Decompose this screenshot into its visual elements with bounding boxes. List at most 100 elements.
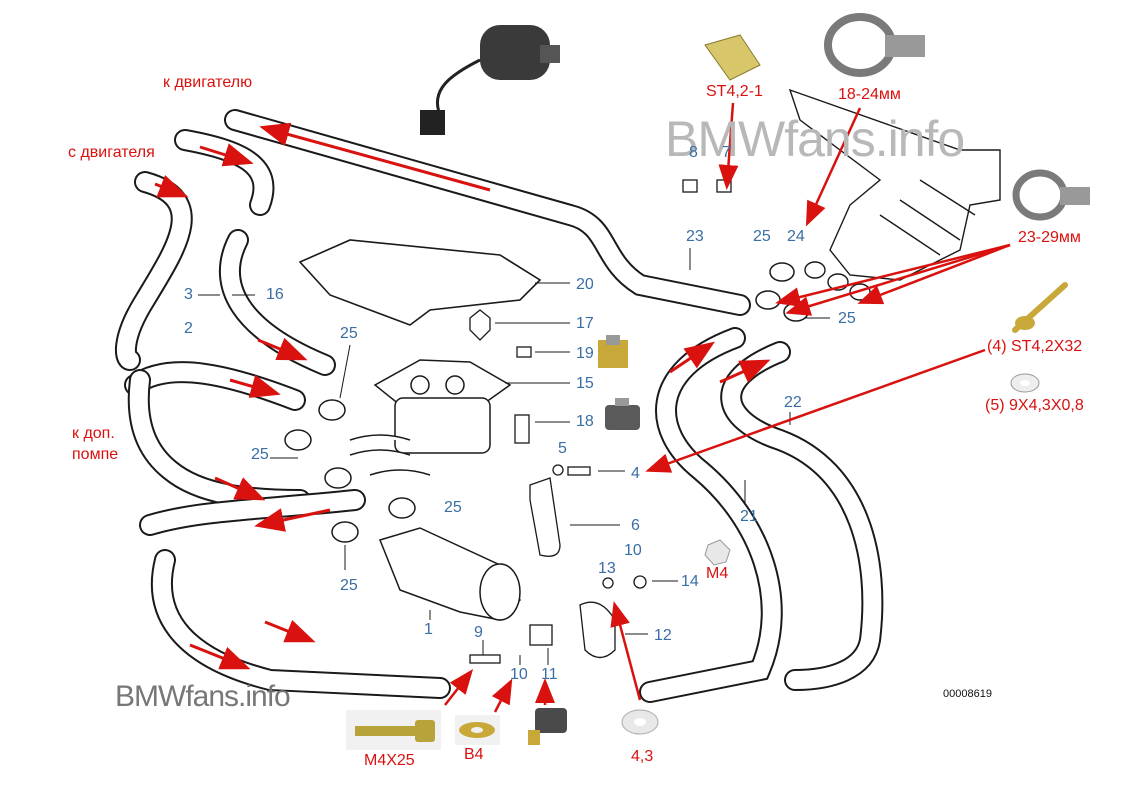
- screw-photo-st42x32: [1012, 282, 1068, 333]
- part-number-14: 14: [681, 573, 699, 590]
- valve-17: [469, 309, 491, 341]
- part-number-19: 19: [576, 345, 594, 362]
- watermark-top: BMWfans.info: [665, 111, 965, 167]
- part-number-11: 11: [541, 666, 558, 683]
- pointer-m4x25: [444, 669, 474, 706]
- hose-clamps-25: [284, 262, 809, 543]
- washer-photo-43: [621, 709, 659, 735]
- part-number-18: 18: [576, 413, 594, 430]
- washer-5: [552, 464, 564, 476]
- bracket-6: [529, 477, 561, 557]
- part-number-25-b: 25: [251, 446, 269, 463]
- label-clamp-23-29: 23-29мм: [1018, 229, 1081, 246]
- flow-arrow-bottom-2: [264, 619, 316, 643]
- label-to-engine: к двигателю: [163, 74, 253, 91]
- watermark-bottom: BMWfans.info: [115, 680, 291, 713]
- flow-arrow-to-engine: [259, 122, 491, 192]
- flow-arrow-cross: [254, 508, 331, 532]
- nut-14: [633, 575, 647, 589]
- label-st42-1: ST4,2-1: [706, 83, 763, 100]
- hose-21: [639, 327, 783, 703]
- washer-photo-b4: [455, 715, 500, 745]
- hose-23: [224, 109, 751, 316]
- part-number-3: 3: [184, 286, 193, 303]
- mount-11: [529, 624, 553, 646]
- part-number-25-f: 25: [838, 310, 856, 327]
- hose-22: [720, 341, 884, 691]
- clamp-photo-18-24: [824, 13, 925, 77]
- clip-photo-st42: [704, 34, 761, 81]
- part-number-5: 5: [558, 440, 567, 457]
- mount-photo-18: [605, 398, 640, 430]
- flow-arrow-from-engine: [199, 143, 254, 167]
- heater-valve-15: [349, 359, 512, 476]
- flow-arrow-hose-21: [669, 341, 715, 374]
- flow-arrow-hose-2: [229, 374, 281, 398]
- part-number-16: 16: [266, 286, 284, 303]
- part-number-6: 6: [631, 517, 640, 534]
- pointer-b4: [491, 678, 513, 713]
- flow-arrows: [154, 122, 771, 670]
- part-number-4: 4: [631, 465, 640, 482]
- aux-pump-1: [378, 527, 521, 621]
- part-number-15: 15: [576, 375, 594, 392]
- flow-arrow-hose-16: [257, 337, 308, 361]
- nut-7: [716, 179, 732, 193]
- flow-arrow-hose-3: [154, 175, 189, 198]
- pointer-18-24: [805, 107, 862, 227]
- flow-arrow-bottom: [189, 643, 251, 670]
- mount-photo-small: [528, 708, 567, 745]
- pointer-screw-4: [645, 348, 986, 473]
- pointer-st42: [718, 102, 739, 190]
- bolt-photo-m4x25: [346, 710, 441, 750]
- washer-photo-9x43: [1010, 373, 1040, 393]
- label-from-engine: с двигателя: [68, 144, 155, 161]
- pointer-23-29-b: [785, 243, 1011, 316]
- hose-bottom-long: [150, 549, 451, 699]
- part-number-13: 13: [598, 560, 616, 577]
- part-number-25-c: 25: [444, 499, 462, 516]
- drawing-number: 00008619: [943, 688, 992, 700]
- nut-8: [682, 179, 698, 193]
- hose-2: [124, 361, 306, 411]
- part-number-17: 17: [576, 315, 594, 332]
- bolt-9: [469, 654, 501, 664]
- part-number-8: 8: [689, 144, 698, 161]
- flow-arrow-aux: [214, 476, 266, 501]
- pointer-23-29-a: [775, 243, 1011, 307]
- part-number-2: 2: [184, 320, 193, 337]
- part-number-9: 9: [474, 624, 483, 641]
- part-number-7: 7: [722, 144, 731, 161]
- part-number-23: 23: [686, 228, 704, 245]
- label-to-aux-pump-2: помпе: [72, 446, 119, 463]
- part-number-10-lower: 10: [510, 666, 528, 683]
- part-number-10-upper: 10: [624, 542, 642, 559]
- part-number-25-d: 25: [340, 577, 358, 594]
- pointer-arrows: [444, 102, 1011, 713]
- pointer-23-29-c: [857, 243, 1011, 305]
- nut-photo-m4: [704, 539, 731, 566]
- bracket-12: [579, 601, 616, 659]
- label-to-aux-pump-1: к доп.: [72, 425, 115, 442]
- label-screw-4: (4) ST4,2X32: [987, 338, 1083, 355]
- hoses: [114, 109, 884, 703]
- pointer-washer-43: [610, 601, 642, 701]
- washer-13: [602, 577, 614, 589]
- hose-from-engine-top: [174, 129, 275, 216]
- label-washer-b4: B4: [464, 746, 484, 763]
- small-parts: [469, 179, 732, 664]
- label-clamp-18-24: 18-24мм: [838, 86, 901, 103]
- label-nut-m4: M4: [706, 565, 729, 582]
- pump-photo: [420, 25, 560, 135]
- part-number-25-e: 25: [753, 228, 771, 245]
- leader-lines: [198, 248, 830, 665]
- hose-3: [114, 171, 193, 371]
- part-number-1: 1: [424, 621, 433, 638]
- part-number-22: 22: [784, 394, 802, 411]
- flow-arrow-hose-22: [719, 359, 771, 384]
- nut-photo-19: [598, 335, 628, 368]
- cover-20: [298, 239, 542, 326]
- part-number-25-a: 25: [340, 325, 358, 342]
